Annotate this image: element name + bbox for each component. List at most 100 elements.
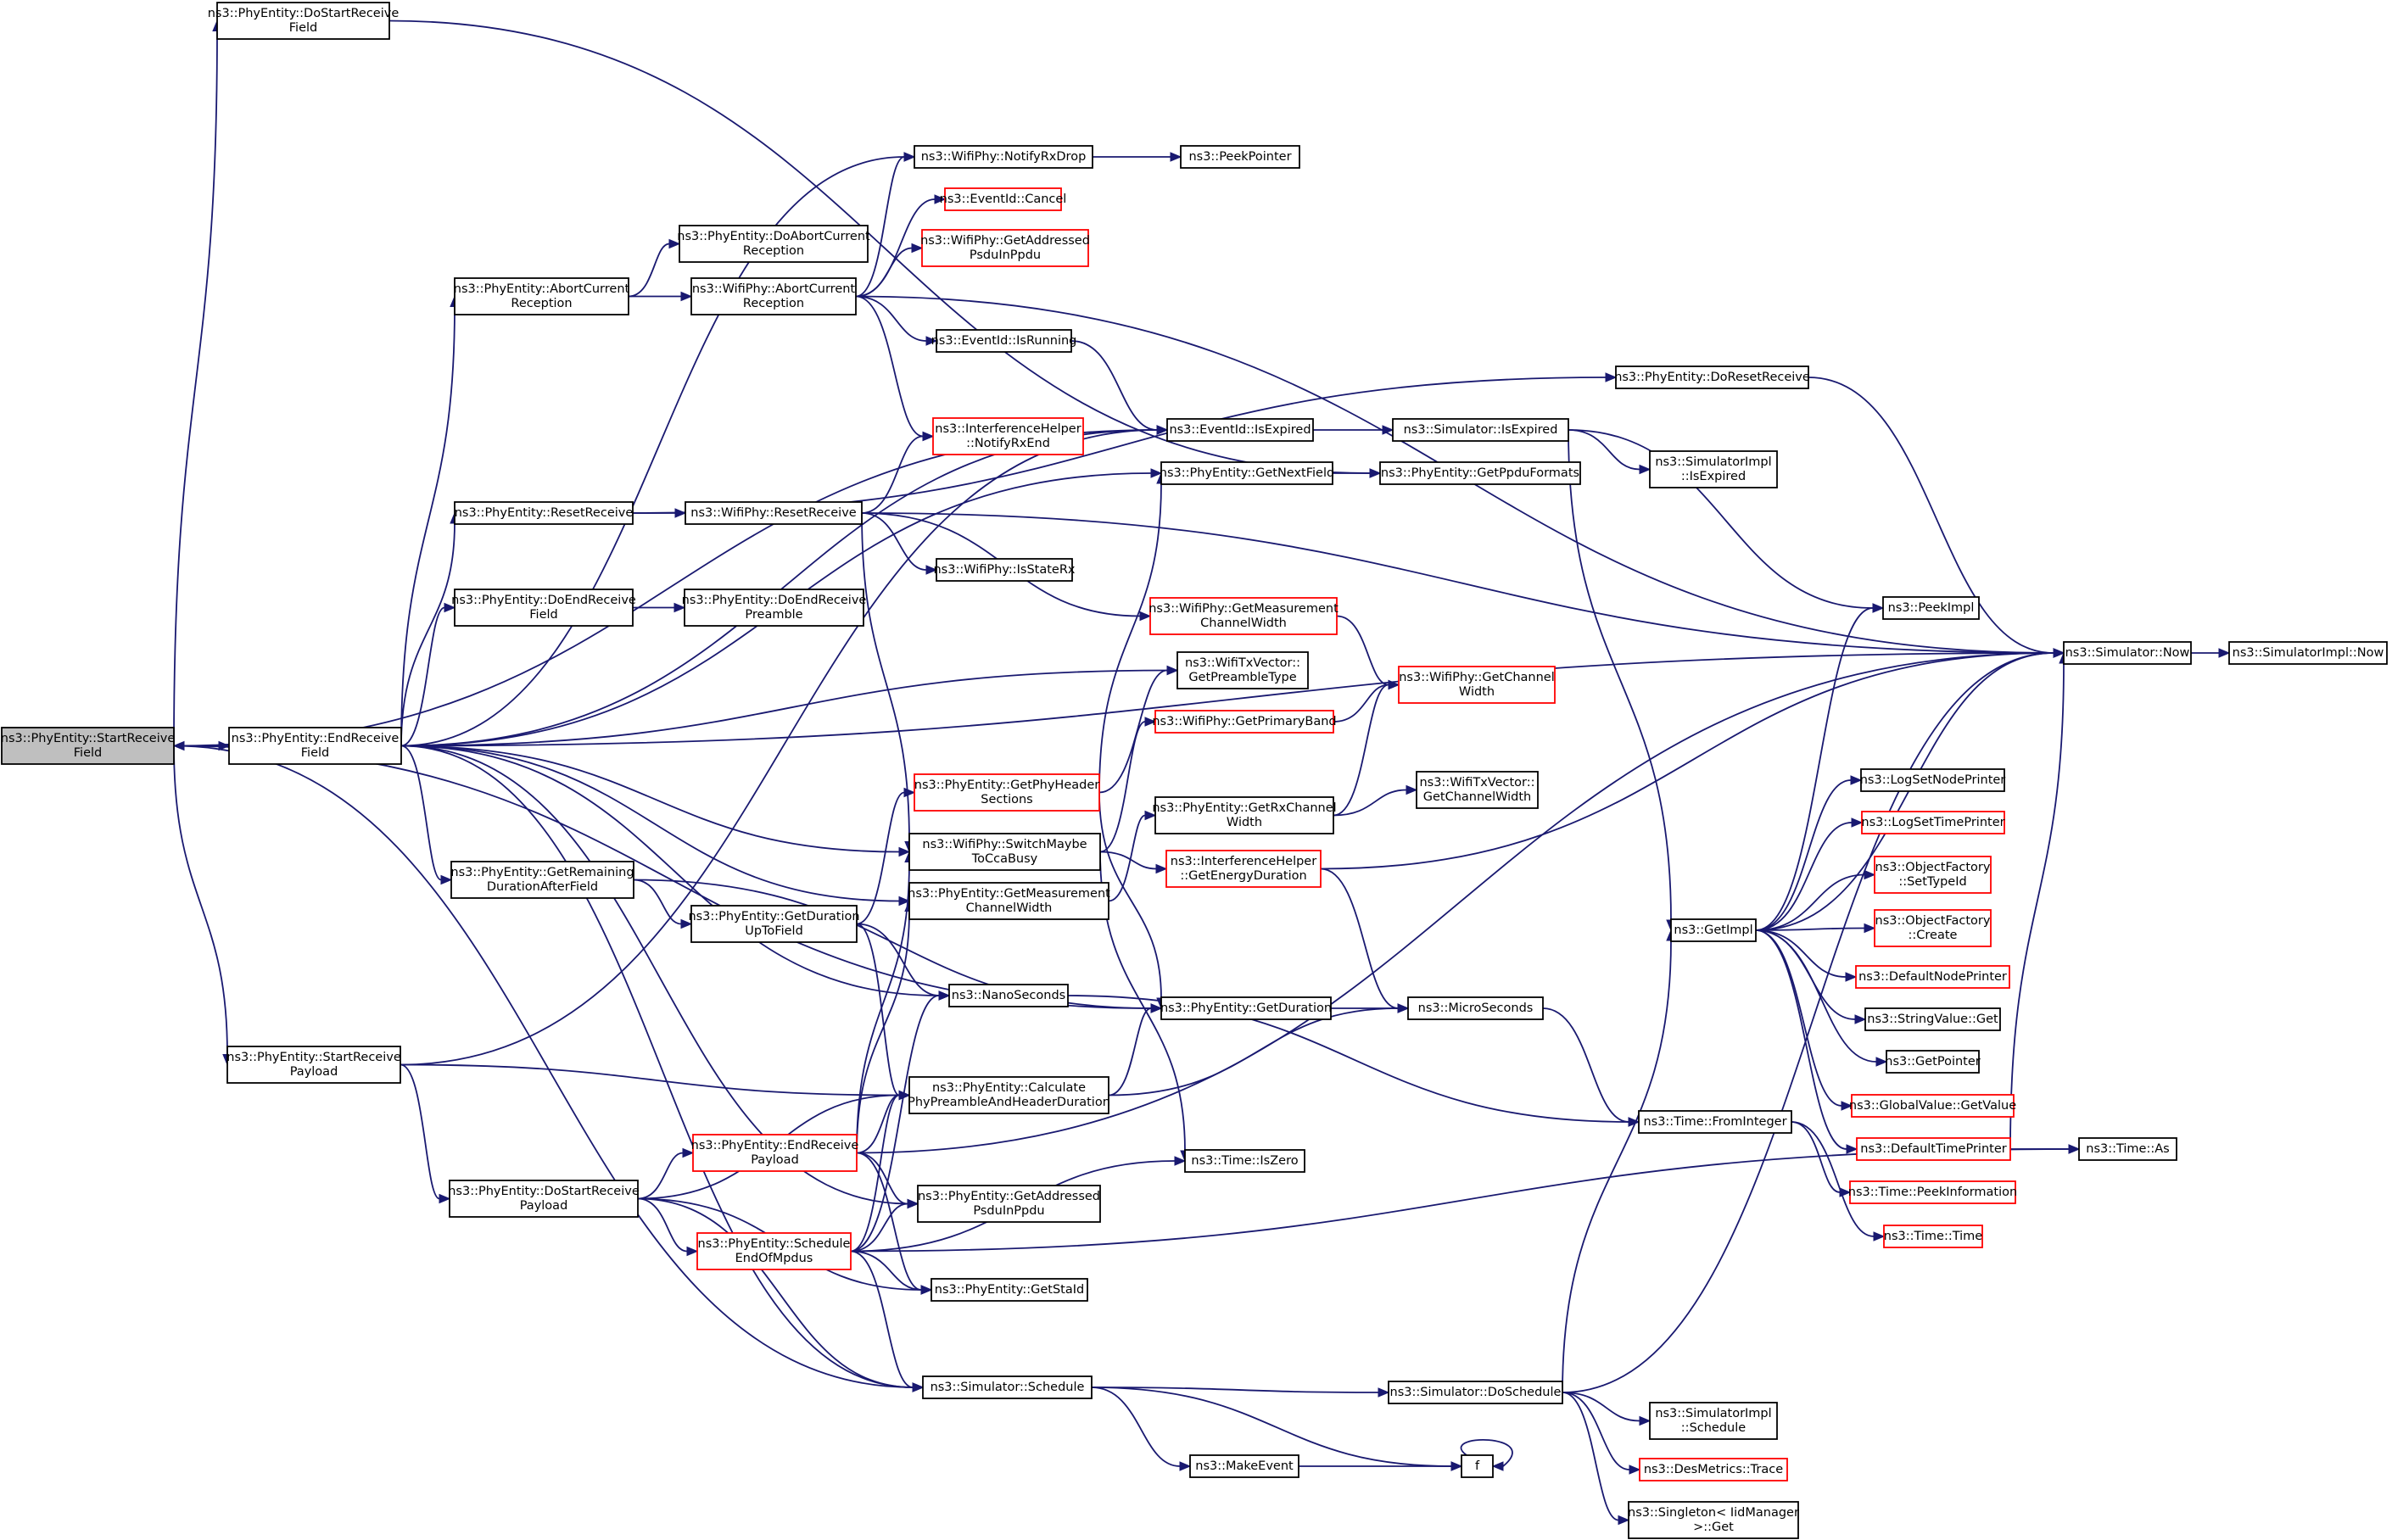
node-makeevent[interactable]: ns3::MakeEvent [1189,1454,1299,1478]
node-ofsettypeid[interactable]: ns3::ObjectFactory::SetTypeId [1874,856,1992,894]
node-getenergy[interactable]: ns3::InterferenceHelper::GetEnergyDurati… [1165,850,1322,888]
node-getpreambletype[interactable]: ns3::WifiTxVector::GetPreambleType [1176,651,1309,689]
node-timepeek[interactable]: ns3::Time::PeekInformation [1848,1180,2017,1204]
node-label-line: ::GetEnergyDuration [1180,869,1306,883]
node-f[interactable]: f [1461,1454,1494,1478]
node-box [1639,1458,1788,1481]
node-defnodeprinter[interactable]: ns3::DefaultNodePrinter [1855,965,2010,989]
node-stringget[interactable]: ns3::StringValue::Get [1864,1007,2001,1031]
node-simnow[interactable]: ns3::Simulator::Now [2063,641,2192,665]
call-edge [850,1250,925,1392]
node-wifireset[interactable]: ns3::WifiPhy::ResetReceive [685,501,863,525]
call-edge [1091,1387,1390,1398]
node-notifyrxend[interactable]: ns3::InterferenceHelper::NotifyRxEnd [932,417,1084,455]
node-simimplschedule[interactable]: ns3::SimulatorImpl::Schedule [1649,1402,1778,1440]
node-label-line: ns3::WifiTxVector:: [1419,776,1534,790]
node-getmeasphy[interactable]: ns3::PhyEntity::GetMeasurementChannelWid… [908,882,1110,920]
call-edge [400,1063,911,1101]
node-label-line: ns3::Time::IsZero [1191,1154,1298,1168]
node-label-line: ns3::SimulatorImpl::Now [2233,646,2384,660]
node-timeiszero[interactable]: ns3::Time::IsZero [1184,1149,1305,1173]
node-simisexpired[interactable]: ns3::Simulator::IsExpired [1392,418,1569,442]
node-label-line: ns3::PhyEntity::GetRxChannel [1152,801,1336,815]
node-label-line: Field [289,21,317,35]
node-box [1184,1149,1305,1173]
node-lognode[interactable]: ns3::LogSetNodePrinter [1860,768,2006,792]
node-box [1670,918,1757,942]
node-label-line: ns3::PhyEntity::GetDuration [688,910,859,923]
node-simimplexpired[interactable]: ns3::SimulatorImpl::IsExpired [1649,450,1778,488]
node-deftimeprinter[interactable]: ns3::DefaultTimePrinter [1856,1137,2011,1161]
node-box [1160,996,1332,1020]
node-label-line: ::Create [1909,929,1958,942]
call-edge [1108,1003,1163,1096]
node-getimpl[interactable]: ns3::GetImpl [1670,918,1757,942]
node-isrunning[interactable]: ns3::EventId::IsRunning [931,329,1077,353]
node-singleton[interactable]: ns3::Singleton< IidManager>::Get [1628,1501,1799,1539]
node-dosched[interactable]: ns3::Simulator::DoSchedule [1388,1381,1563,1404]
node-box [228,727,402,765]
node-eventcancel[interactable]: ns3::EventId::Cancel [940,187,1067,211]
node-globalget[interactable]: ns3::GlobalValue::GetValue [1849,1094,2016,1118]
node-label-line: ns3::WifiPhy::GetAddressed [920,234,1090,248]
node-txgetchannelwidth[interactable]: ns3::WifiTxVector::GetChannelWidth [1416,771,1539,809]
node-getstaid[interactable]: ns3::PhyEntity::GetStaId [931,1278,1088,1302]
node-getchannelwidth[interactable]: ns3::WifiPhy::GetChannelWidth [1398,666,1556,704]
node-getremaining[interactable]: ns3::PhyEntity::GetRemainingDurationAfte… [450,861,634,899]
node-label-line: ns3::WifiPhy::SwitchMaybe [922,838,1087,851]
node-getnextfield[interactable]: ns3::PhyEntity::GetNextField [1160,461,1334,485]
node-box [690,277,857,315]
node-desmetrics[interactable]: ns3::DesMetrics::Trace [1639,1458,1788,1481]
node-box [936,329,1072,353]
node-peekpointer[interactable]: ns3::PeekPointer [1180,145,1300,169]
node-label-line: Payload [520,1199,568,1213]
node-isexpired[interactable]: ns3::EventId::IsExpired [1166,418,1314,442]
node-doresetreceive[interactable]: ns3::PhyEntity::DoResetReceive [1614,365,1810,389]
node-calcpreamble[interactable]: ns3::PhyEntity::CalculatePhyPreambleAndH… [908,1076,1110,1114]
node-box [216,2,390,40]
node-label-line: PhyPreambleAndHeaderDuration [908,1096,1110,1109]
node-simimplnow[interactable]: ns3::SimulatorImpl::Now [2228,641,2388,665]
node-microseconds[interactable]: ns3::MicroSeconds [1407,996,1544,1020]
node-logtime[interactable]: ns3::LogSetTimePrinter [1861,811,2005,834]
node-box [1861,811,2005,834]
node-getduration[interactable]: ns3::PhyEntity::GetDuration [1160,996,1332,1020]
node-simschedule[interactable]: ns3::Simulator::Schedule [922,1375,1093,1399]
node-getpointer[interactable]: ns3::GetPointer [1885,1050,1981,1074]
node-isstaterx[interactable]: ns3::WifiPhy::IsStateRx [933,558,1076,582]
node-resetreceive[interactable]: ns3::PhyEntity::ResetReceive [454,501,634,525]
node-timeas[interactable]: ns3::Time::As [2078,1137,2177,1161]
node-timetime[interactable]: ns3::Time::Time [1883,1225,1983,1248]
node-label-line: ns3::Time::As [2086,1142,2169,1156]
node-ofcreate[interactable]: ns3::ObjectFactory::Create [1874,909,1992,947]
node-timefrominteger[interactable]: ns3::Time::FromInteger [1638,1110,1792,1134]
node-box [450,861,634,899]
node-getppduformats[interactable]: ns3::PhyEntity::GetPpduFormats [1379,461,1581,485]
node-nanoseconds[interactable]: ns3::NanoSeconds [948,984,1069,1007]
node-getprimaryband[interactable]: ns3::WifiPhy::GetPrimaryBand [1152,710,1337,734]
node-notifyrxdrop[interactable]: ns3::WifiPhy::NotifyRxDrop [914,145,1093,169]
node-label-line: ::Schedule [1681,1421,1746,1435]
call-edge [1067,995,1640,1127]
node-peekimpl[interactable]: ns3::PeekImpl [1882,596,1980,620]
